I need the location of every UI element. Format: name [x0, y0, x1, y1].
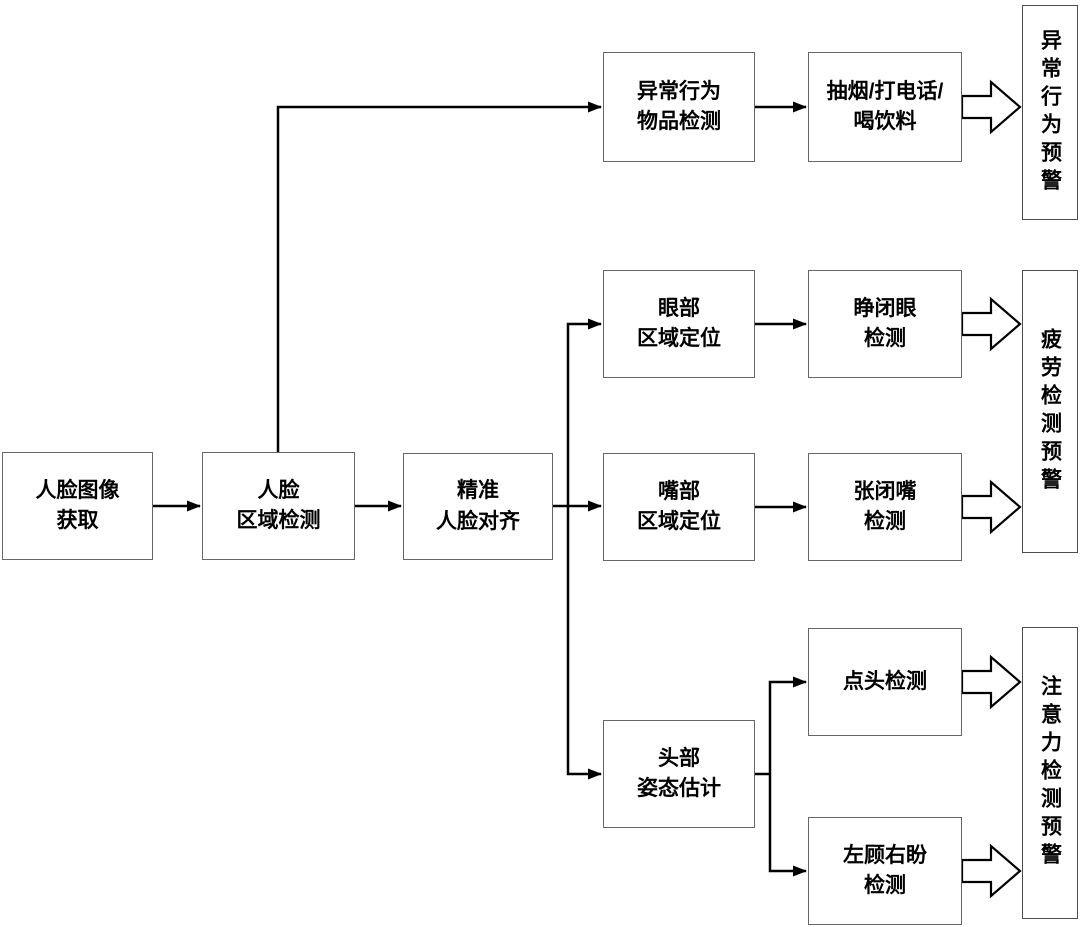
node-nod-detect: 点头检测 — [808, 628, 962, 736]
edge-head-to-nod — [768, 676, 807, 774]
edge-align-to-eye — [566, 318, 602, 506]
edge-detect-to-abnormal — [276, 101, 602, 452]
node-mouth-open: 张闭嘴 检测 — [808, 453, 962, 561]
node-eye-locate: 眼部 区域定位 — [603, 270, 755, 378]
node-smoke-phone: 抽烟/打电话/ 喝饮料 — [808, 52, 962, 162]
edge-align-to-head — [566, 506, 602, 780]
node-face-align: 精准 人脸对齐 — [403, 453, 553, 560]
node-mouth-locate: 嘴部 区域定位 — [603, 453, 755, 561]
warning-fatigue: 疲劳检测预警 — [1022, 270, 1078, 553]
warning-attention: 注意力检测预警 — [1022, 627, 1078, 919]
node-face-capture: 人脸图像 获取 — [2, 452, 153, 560]
block-arrow-abnormal-warning — [960, 79, 1022, 135]
node-abnormal-detect: 异常行为 物品检测 — [603, 52, 755, 162]
node-head-pose: 头部 姿态估计 — [603, 720, 755, 828]
node-look-around: 左顾右盼 检测 — [808, 817, 962, 925]
node-eye-blink: 睁闭眼 检测 — [808, 270, 962, 378]
node-face-detect: 人脸 区域检测 — [202, 452, 355, 560]
warning-abnormal-behavior-label: 异常行为预警 — [1038, 28, 1062, 197]
warning-attention-label: 注意力检测预警 — [1038, 675, 1062, 871]
block-arrow-fatigue-warning-mouth — [960, 479, 1022, 535]
warning-abnormal-behavior: 异常行为预警 — [1022, 5, 1078, 220]
block-arrow-attention-warning-look — [960, 843, 1022, 899]
block-arrow-attention-warning-nod — [960, 654, 1022, 710]
warning-fatigue-label: 疲劳检测预警 — [1038, 327, 1062, 496]
edge-head-to-look — [768, 774, 807, 877]
block-arrow-fatigue-warning-eye — [960, 296, 1022, 352]
